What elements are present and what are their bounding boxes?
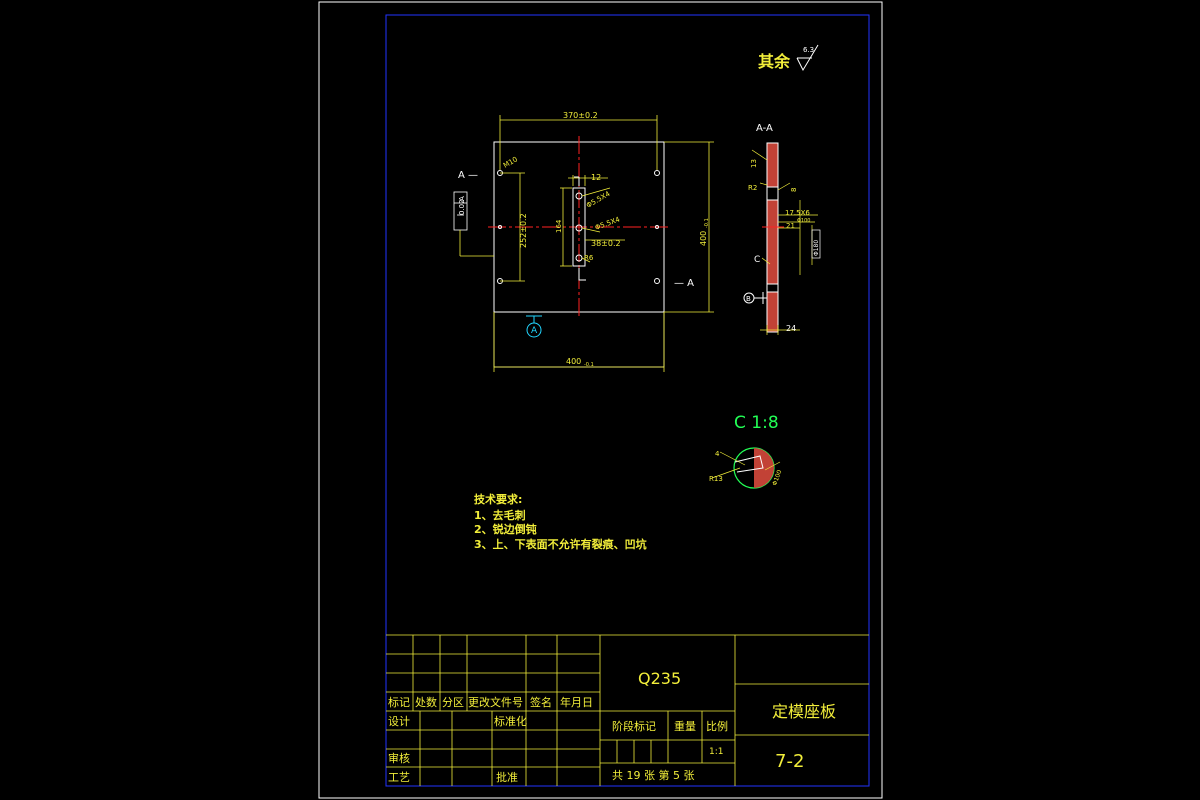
- slot-mark-bottom: [578, 268, 586, 281]
- dim-slot: [560, 175, 625, 267]
- dim-slot-w: 12: [591, 173, 601, 182]
- section-dim-a: 13: [750, 159, 758, 168]
- dim-bottom: [493, 312, 665, 372]
- detail-dim-a: 4: [715, 450, 720, 458]
- tb-drawing-number: 7-2: [775, 751, 804, 772]
- dim-bottom-label: 400: [566, 357, 581, 366]
- section-dim-g: Φ180: [813, 240, 820, 256]
- corner-hole-tr: [654, 170, 660, 176]
- section-hatch-bot: [767, 292, 778, 332]
- tb-design: 设计: [388, 715, 410, 728]
- tb-stage-mark: 阶段标记: [612, 719, 656, 733]
- roughness-label: 其余: [758, 52, 791, 71]
- title-block: [386, 634, 869, 786]
- section-thickness: 24: [786, 324, 796, 333]
- datum-b-label: B: [746, 295, 751, 303]
- tb-mark: 标记: [388, 695, 410, 709]
- tb-zone: 分区: [442, 696, 464, 709]
- side-hole-r: [655, 225, 659, 229]
- section-dim-c: 8: [790, 188, 798, 192]
- datum-a: [526, 315, 542, 338]
- section-dim-e: Φ100: [797, 218, 810, 224]
- detail-mark: C: [754, 255, 760, 265]
- tech-req-title: 技术要求:: [474, 492, 522, 506]
- tech-req-item-2: 2、锐边倒钝: [474, 522, 537, 536]
- detail-leader-2: [711, 467, 741, 479]
- dim-top: [499, 115, 658, 170]
- section-hatch-top: [767, 143, 778, 187]
- dim-left: [500, 172, 525, 282]
- section-dim-d: 17.5X6: [785, 209, 810, 217]
- roughness-value: 6.3: [803, 46, 814, 54]
- detail-hatch: [754, 448, 774, 488]
- section-view: A-A 13 R2 8 17.5X6 Φ100 21: [743, 123, 821, 335]
- section-dims: [751, 149, 818, 335]
- tb-date: 年月日: [560, 695, 593, 709]
- dim-right: [664, 141, 714, 313]
- side-hole-l: [498, 225, 502, 229]
- dim-right-label: 400: [699, 231, 708, 246]
- tb-process: 工艺: [388, 771, 410, 784]
- tb-review: 审核: [388, 751, 410, 765]
- section-mark-right: — A: [674, 278, 694, 289]
- roughness-note: 其余 6.3: [758, 44, 819, 72]
- tech-req-item-3: 3、上、下表面不允许有裂痕、凹坑: [474, 537, 647, 551]
- section-dim-b: R2: [748, 184, 757, 192]
- tb-approve: 批准: [496, 770, 518, 784]
- inner-frame: [385, 14, 870, 787]
- section-title: A-A: [756, 123, 773, 134]
- tb-material: Q235: [638, 669, 681, 688]
- tb-weight: 重量: [674, 719, 696, 733]
- tb-sheets: 共 19 张 第 5 张: [612, 768, 694, 782]
- dim-bottom-tol: -0.1: [584, 362, 594, 368]
- dim-right-tol: -0.1: [704, 218, 710, 228]
- section-outline: [766, 142, 779, 333]
- flatness-datum: A: [458, 196, 466, 201]
- tb-part-name: 定模座板: [772, 702, 836, 721]
- tb-count: 处数: [415, 696, 437, 709]
- technical-requirements: 技术要求: 1、去毛刺 2、锐边倒钝 3、上、下表面不允许有裂痕、凹坑: [474, 492, 647, 551]
- detail-view: C 1:8 4 R13 Φ100: [709, 413, 783, 489]
- dim-top-label: 370±0.2: [563, 111, 598, 120]
- datum-a-label: A: [531, 326, 538, 336]
- slot-mark-top: [574, 176, 580, 186]
- roughness-symbol: [796, 44, 819, 72]
- tb-standardize: 标准化: [494, 714, 527, 728]
- hole-callout-1: Φ5.5X4: [585, 190, 612, 210]
- section-dim-f: 21: [786, 222, 795, 230]
- flatness-value: 0.02: [458, 199, 466, 215]
- front-view: 370±0.2 400 -0.1 400 -0.1 252±0.2: [453, 111, 714, 372]
- section-hatch-mid: [767, 200, 778, 284]
- tb-scale-label: 比例: [706, 719, 728, 733]
- tb-signature: 签名: [530, 695, 552, 709]
- datum-b: [743, 292, 767, 304]
- detail-radius: R13: [709, 475, 723, 483]
- flatness-frame: [453, 191, 494, 257]
- center-slot: [572, 187, 586, 267]
- tech-req-item-1: 1、去毛刺: [474, 508, 526, 522]
- section-mark-left: A —: [458, 170, 478, 181]
- corner-hole-br: [654, 278, 660, 284]
- hole-m: M10: [502, 155, 519, 169]
- tb-change-doc: 更改文件号: [468, 695, 523, 709]
- dim-radius: R6: [584, 254, 594, 262]
- hole-callout-2: Φ5.5X4: [594, 215, 622, 232]
- dim-slot-gap: 38±0.2: [591, 239, 621, 248]
- outer-frame: [318, 1, 883, 799]
- detail-leader-1: [719, 451, 746, 466]
- detail-groove: [734, 455, 764, 473]
- dim-slot-h: 164: [555, 219, 563, 233]
- dim-left-label: 252±0.2: [519, 213, 528, 248]
- detail-title: C 1:8: [734, 413, 779, 433]
- tb-scale: 1:1: [709, 747, 723, 757]
- detail-leader-3: [764, 461, 781, 471]
- section-dim-g-box: [811, 229, 821, 259]
